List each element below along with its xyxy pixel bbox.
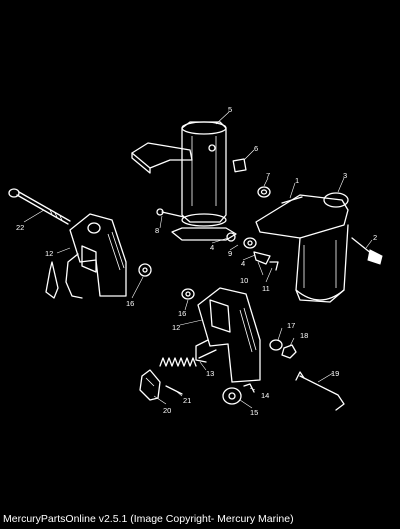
callout-13: 13 xyxy=(206,369,214,378)
part-tilt-rod[interactable] xyxy=(295,371,345,411)
part-washers-spacers[interactable] xyxy=(226,232,279,271)
image-caption: MercuryPartsOnline v2.5.1 (Image Copyrig… xyxy=(3,513,294,525)
part-washer-15[interactable] xyxy=(222,387,242,405)
part-small-pin[interactable] xyxy=(165,385,183,395)
leader-lines xyxy=(23,111,373,409)
part-long-bolt[interactable] xyxy=(8,188,71,225)
callout-3: 3 xyxy=(343,171,347,180)
callout-20: 20 xyxy=(163,406,171,415)
callout-11: 11 xyxy=(262,284,270,293)
part-spring[interactable] xyxy=(159,349,217,367)
callout-18: 18 xyxy=(300,331,308,340)
callout-9: 9 xyxy=(228,249,232,258)
callout-21: 21 xyxy=(183,396,191,405)
callout-4b: 4 xyxy=(241,259,245,268)
callout-6: 6 xyxy=(254,144,258,153)
callout-7: 7 xyxy=(266,171,270,180)
callout-14: 14 xyxy=(261,391,269,400)
callout-16a: 16 xyxy=(126,299,134,308)
part-bushing[interactable] xyxy=(257,186,271,198)
part-swivel-bracket[interactable] xyxy=(131,121,237,241)
callout-12b: 12 xyxy=(172,323,180,332)
part-knob[interactable] xyxy=(351,237,383,265)
callout-10: 10 xyxy=(240,276,248,285)
part-washer-16[interactable] xyxy=(138,263,195,300)
callout-17: 17 xyxy=(287,321,295,330)
callout-2: 2 xyxy=(373,233,377,242)
part-lever[interactable] xyxy=(139,369,161,401)
callout-19: 19 xyxy=(331,369,339,378)
callout-22: 22 xyxy=(16,223,24,232)
callout-5: 5 xyxy=(228,105,232,114)
callout-labels: 5 6 7 1 3 2 8 4 9 4 10 11 22 12 16 16 12… xyxy=(16,105,377,417)
exploded-parts-diagram: 5 6 7 1 3 2 8 4 9 4 10 11 22 12 16 16 12… xyxy=(8,105,383,417)
part-stern-bracket-housing[interactable] xyxy=(255,192,349,303)
callout-8: 8 xyxy=(155,226,159,235)
part-clamp-bracket-right[interactable] xyxy=(195,287,261,383)
callout-15: 15 xyxy=(250,408,258,417)
callout-1: 1 xyxy=(295,176,299,185)
part-washer-nut[interactable] xyxy=(269,339,297,359)
callout-12a: 12 xyxy=(45,249,53,258)
callout-16b: 16 xyxy=(178,309,186,318)
callout-4a: 4 xyxy=(210,243,214,252)
part-screw[interactable] xyxy=(156,208,185,218)
part-clamp-bracket-left[interactable] xyxy=(45,213,127,299)
part-screw-14[interactable] xyxy=(243,383,255,393)
part-pad[interactable] xyxy=(232,158,247,173)
